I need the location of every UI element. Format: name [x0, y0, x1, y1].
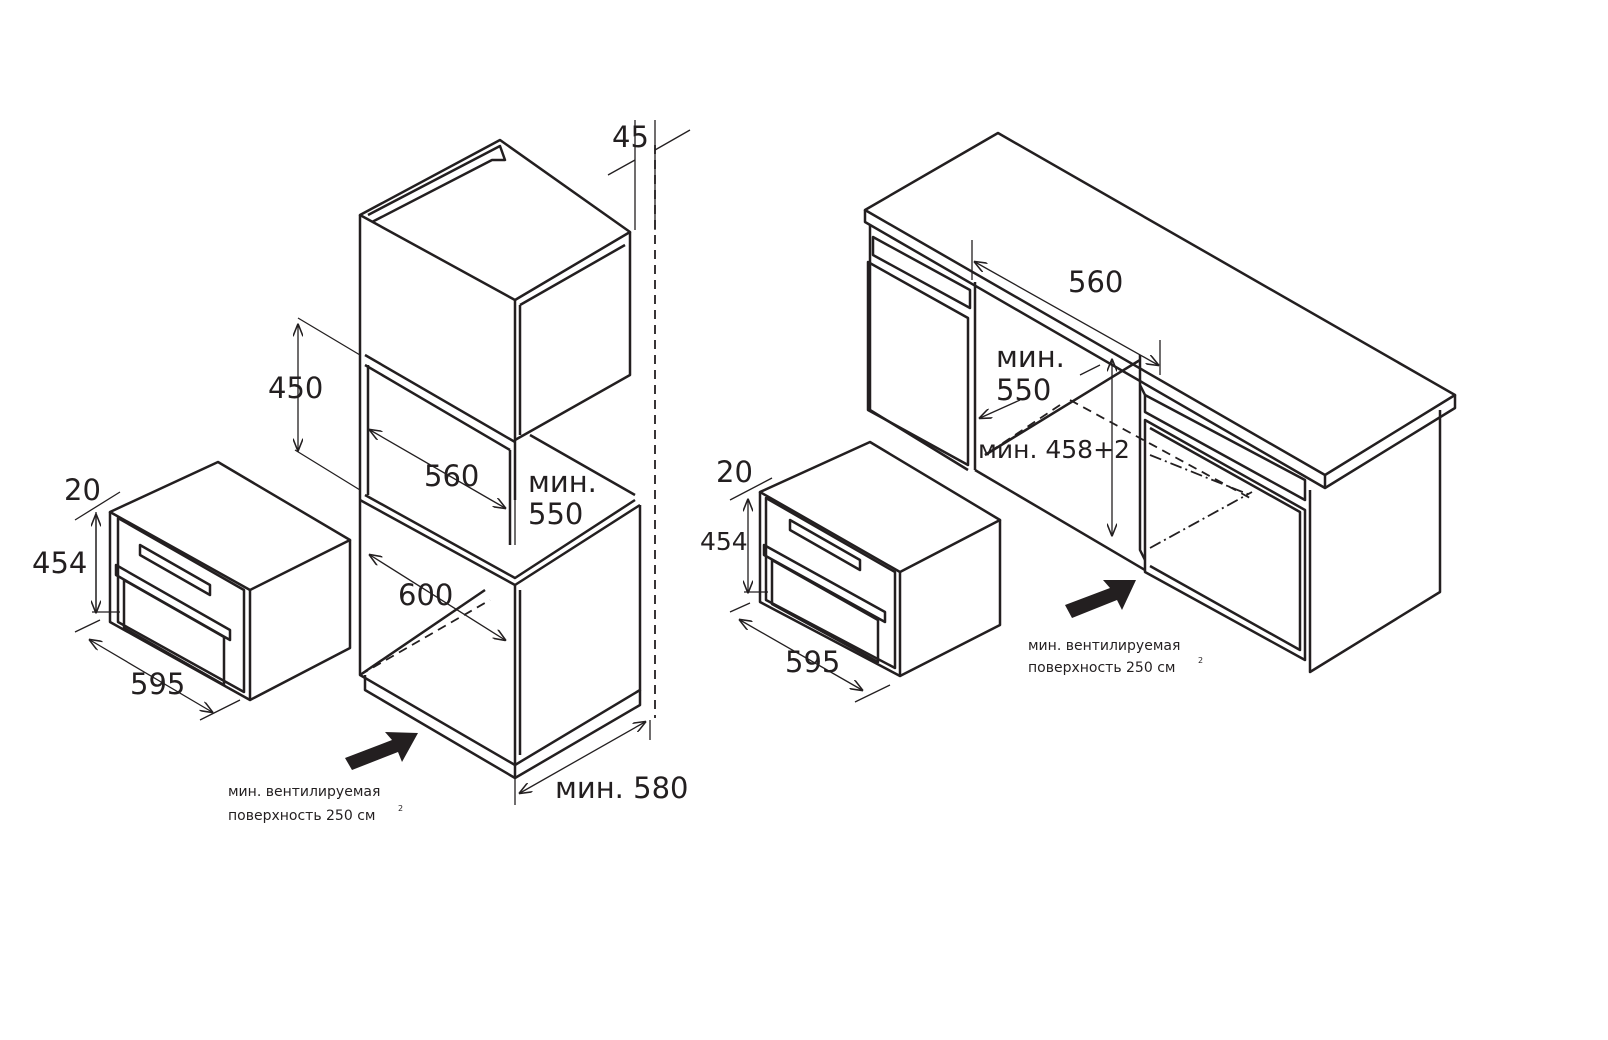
- ventilation-note-right: мин. вентилируемая поверхность 250 см 2: [1028, 580, 1203, 676]
- ventilation-note-left: мин. вентилируемая поверхность 250 см 2: [228, 732, 418, 824]
- dim-niche-height: 450: [268, 371, 323, 405]
- airflow-arrow-icon: [345, 732, 418, 770]
- oven-dim-width-right: 595: [785, 645, 840, 679]
- airflow-arrow-icon: [1065, 580, 1136, 618]
- oven-dim-front-gap-right: 20: [716, 455, 753, 489]
- vent-note-sup: 2: [398, 804, 403, 813]
- dim-min-depth-value-right: 550: [996, 373, 1051, 407]
- dim-min-cabinet-depth: мин. 580: [555, 771, 688, 805]
- vent-note-sup: 2: [1198, 656, 1203, 665]
- counter-cabinet: 560 мин. 550 мин. 458+2: [863, 131, 1457, 674]
- dim-niche-height-right: мин. 458+2: [978, 435, 1130, 464]
- dim-top-gap: 45: [612, 120, 649, 154]
- dim-niche-width-right: 560: [1068, 265, 1123, 299]
- dim-min-depth-label: мин.: [528, 465, 597, 499]
- tall-cabinet-dimensions: 45 450 560 мин. 550 600 мин. 580: [268, 120, 691, 805]
- dim-niche-width: 560: [424, 459, 479, 493]
- dim-min-depth-value: 550: [528, 497, 583, 531]
- vent-note-line2: поверхность 250 см: [228, 808, 375, 824]
- oven-right: 20 454 595: [700, 440, 1002, 703]
- vent-note-line1: мин. вентилируемая: [228, 784, 380, 800]
- oven-left: 20 454 595: [32, 460, 352, 721]
- oven-dim-width: 595: [130, 667, 185, 701]
- vent-note-line2: поверхность 250 см: [1028, 660, 1175, 676]
- dim-min-depth-label-right: мин.: [996, 340, 1065, 374]
- oven-dim-height-right: 454: [700, 527, 748, 556]
- oven-dim-height: 454: [32, 546, 87, 580]
- dim-cabinet-width: 600: [398, 578, 453, 612]
- vent-note-line1: мин. вентилируемая: [1028, 638, 1180, 654]
- tall-cabinet: [358, 138, 656, 780]
- oven-dim-front-gap: 20: [64, 473, 101, 507]
